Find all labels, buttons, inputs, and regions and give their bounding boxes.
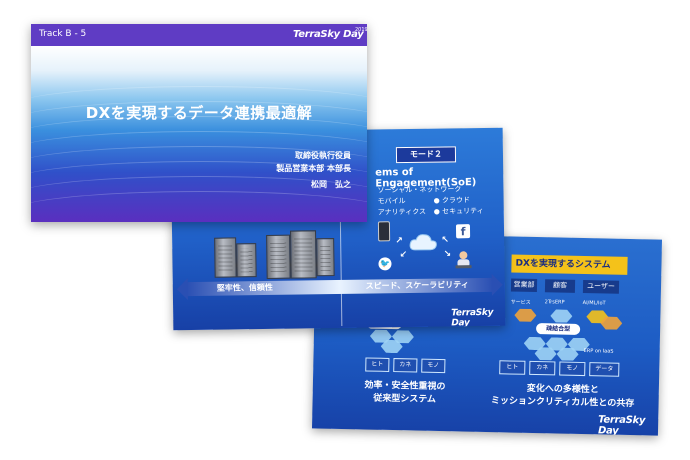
wave-line [31,176,367,217]
service-hex-blue [550,309,572,322]
right-cluster-label: 疎結合型 [536,323,581,335]
left-box-hito: ヒト [365,357,390,372]
slide1-header: Track B - 5 TerraSky Day 2019 [31,24,367,46]
soe-item-cloud: ● クラウド [433,196,471,205]
wave-line [31,116,367,157]
right-box-kane: カネ [529,360,556,376]
soe-item-social: ソーシャル・ネットワーク [377,185,462,195]
track-label: Track B - 5 [39,29,87,39]
cloud-icon [408,233,438,251]
arrow-icon: ↗ [395,236,404,247]
arrow-right-head [491,273,503,296]
service-hex-orange [514,309,536,322]
arrow-icon: ↘ [443,249,452,260]
slide1-logo: TerraSky Day [293,29,364,40]
slide-thumbnail-2[interactable]: モード２ ems of Engagement(SoE) ソーシャル・ネットワーク… [170,127,506,331]
slide-thumbnail-1[interactable]: Track B - 5 TerraSky Day 2019 DXを実現するデータ… [31,24,367,222]
server-icon [214,237,237,278]
double-arrow-bar: 堅牢性、信頼性 スピード、スケーラビリティ [176,273,503,301]
slide3-service-label-3: AI/ML/IoT [582,299,606,307]
slide3-service-label-1: サービス [510,299,531,306]
presenter-dept: 製品営業本部 本部長 [276,164,351,173]
facebook-icon: f [455,224,471,239]
left-box-kane: カネ [393,358,418,373]
erp-note: ERP on IaaS [583,348,614,355]
slide1-logo-year: 2019 [355,27,367,33]
slide1-body [31,46,367,222]
left-caption-2: 従来型システム [373,393,437,405]
wave-line [31,86,367,127]
slide3-tag-user: ユーザー [582,280,620,294]
slide1-title: DXを実現するデータ連携最適解 [85,104,313,122]
presenter-name: 松岡 弘之 [311,180,351,189]
slide3-logo: TerraSky Day [597,414,646,436]
right-box-hito: ヒト [499,360,526,375]
soe-item-mobile: モバイル [377,197,406,206]
slide3-service-label-2: 2TrsERP [544,299,565,306]
slide3-title: DXを実現するシステム [511,254,628,275]
left-box-mono: モノ [421,358,446,374]
arrow-left-head [176,278,188,301]
right-arrow-label: スピード、スケーラビリティ [365,280,469,291]
wave-line [31,131,367,172]
right-caption-2: ミッションクリティカル性との共存 [490,396,635,410]
server-icon [316,238,335,277]
left-arrow-label: 堅牢性、信頼性 [216,282,273,293]
right-box-data: データ [589,362,620,377]
twitter-icon: 🐦 [378,257,392,271]
server-icon [290,230,317,279]
presenter-role: 取締役執行役員 [295,151,351,160]
slide3-tag-sales: 営業部 [510,278,538,293]
soe-item-security: ● セキュリティ [433,206,484,216]
server-icon [266,234,291,280]
mode-label: モード２ [395,146,457,164]
arrow-icon: ↖ [441,235,450,246]
soe-item-analytics: アナリティクス [377,207,427,217]
divider-line [339,213,343,326]
mobile-phone-icon [377,221,391,242]
wave-line [31,146,367,187]
slide3-tag-customer: 顧客 [544,279,576,293]
slide2-logo: TerraSky Day [451,307,494,329]
wave-line [31,101,367,142]
server-icon [236,243,257,278]
arrow-icon: ↙ [399,250,408,261]
right-box-mono: モノ [559,361,586,377]
person-laptop-icon [454,250,472,270]
wave-line [31,191,367,222]
wave-line [31,161,367,202]
